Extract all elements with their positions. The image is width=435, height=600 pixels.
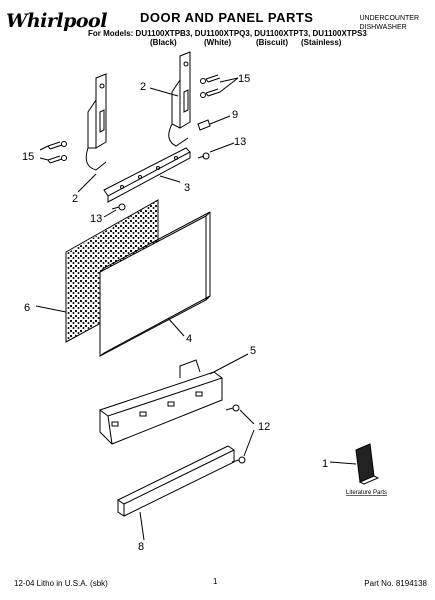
literature-parts-booklet	[355, 443, 380, 485]
literature-parts-label: Literature Parts	[346, 490, 387, 496]
callout-12: 12	[258, 421, 270, 433]
clip-9	[197, 119, 211, 131]
brand-logo: Whirlpool	[6, 10, 107, 32]
callout-5: 5	[250, 345, 256, 357]
callout-1: 1	[322, 458, 328, 470]
page-title: DOOR AND PANEL PARTS	[140, 10, 314, 25]
product-type-line1: UNDERCOUNTER	[359, 15, 420, 22]
callout-13-left: 13	[90, 213, 102, 225]
print-info: 12-04 Litho in U.S.A. (sbk)	[14, 579, 108, 588]
callout-15-top: 15	[238, 73, 250, 85]
callout-labels: 2 15 9 13 15 2 3 13 6 4 5 12 1 8	[22, 73, 328, 553]
screws-15-right	[200, 74, 221, 98]
right-door-bracket	[168, 51, 191, 147]
part-number: Part No. 8194138	[364, 579, 427, 588]
left-door-bracket	[85, 73, 107, 171]
model-list: For Models: DU1100XTPB3, DU1100XTPQ3, DU…	[88, 29, 367, 38]
screw-13-upper	[197, 152, 210, 160]
product-type: UNDERCOUNTER DISHWASHER	[360, 14, 420, 32]
callout-13-top: 13	[234, 136, 246, 148]
callout-6: 6	[24, 302, 30, 314]
callout-9: 9	[232, 109, 238, 121]
page-number: 1	[213, 577, 218, 586]
color-white: (White)	[204, 38, 232, 47]
callout-4: 4	[186, 333, 192, 345]
screw-13-lower	[111, 203, 126, 211]
callout-15-left: 15	[22, 151, 34, 163]
screws-15-left	[47, 141, 67, 164]
product-type-line2: DISHWASHER	[359, 24, 407, 31]
screws-12	[225, 404, 246, 464]
callout-2-left: 2	[72, 193, 78, 205]
callout-2-top: 2	[140, 81, 146, 93]
color-black: (Black)	[150, 38, 177, 47]
kick-plate-8	[116, 445, 236, 517]
toe-panel-5	[98, 359, 224, 445]
color-stainless: (Stainless)	[301, 38, 342, 47]
door-panel	[99, 211, 211, 357]
color-biscuit: (Biscuit)	[256, 38, 288, 47]
panel-bracket-3	[103, 147, 191, 203]
callout-3: 3	[184, 182, 190, 194]
callout-8: 8	[138, 541, 144, 553]
